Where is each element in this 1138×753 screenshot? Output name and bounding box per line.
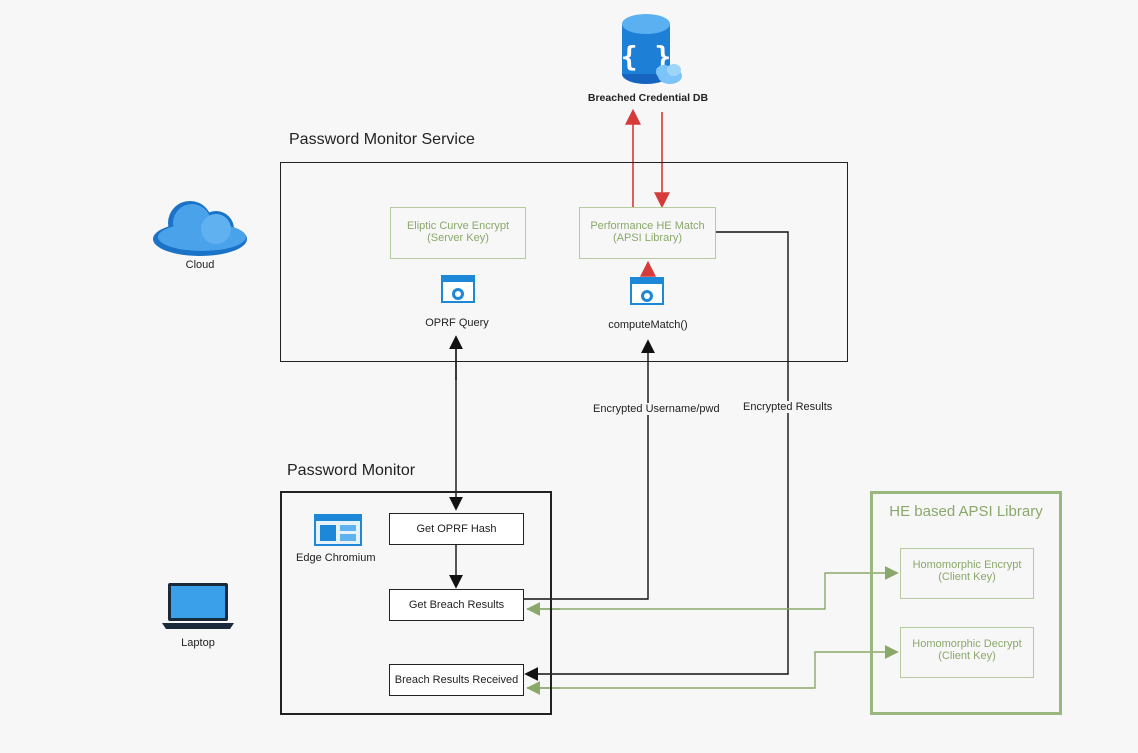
cloud-icon: [150, 195, 250, 257]
encrypt-link: [527, 566, 899, 610]
cloud-label: Cloud: [185, 259, 215, 271]
get-breach-results-step: Get Breach Results: [389, 589, 524, 621]
encrypted-results-label: Encrypted Results: [743, 401, 833, 413]
encrypted-user-label: Encrypted Username/pwd: [593, 403, 720, 415]
browser-label: Edge Chromium: [296, 552, 376, 564]
monitor-title: Password Monitor: [287, 462, 416, 479]
monitor-container: [280, 491, 552, 715]
ecc-box: Eliptic Curve Encrypt (Server Key): [390, 207, 526, 259]
browser-icon: [314, 514, 362, 546]
he-match-box: Performance HE Match (APSI Library): [579, 207, 716, 259]
laptop-icon: [160, 581, 236, 633]
he-to-received-line: [524, 231, 789, 681]
database-icon: { }: [612, 12, 684, 88]
get-oprf-hash-step: Get OPRF Hash: [389, 513, 524, 545]
results-to-compute-line: [523, 339, 655, 600]
compute-label: computeMatch(): [608, 319, 688, 331]
homomorphic-encrypt-box: Homomorphic Encrypt (Client Key): [900, 548, 1034, 599]
homomorphic-decrypt-box: Homomorphic Decrypt (Client Key): [900, 627, 1034, 678]
decrypt-link: [527, 645, 899, 689]
api-icon: [441, 275, 475, 305]
api-icon: [630, 277, 664, 307]
service-title: Password Monitor Service: [289, 131, 475, 148]
apsi-title: HE based APSI Library: [889, 503, 1043, 520]
db-label: Breached Credential DB: [587, 92, 709, 104]
oprf-label: OPRF Query: [425, 317, 489, 329]
laptop-label: Laptop: [181, 637, 215, 649]
apsi-container: [870, 491, 1062, 715]
breach-results-received-step: Breach Results Received: [389, 664, 524, 696]
service-container: [280, 162, 848, 362]
